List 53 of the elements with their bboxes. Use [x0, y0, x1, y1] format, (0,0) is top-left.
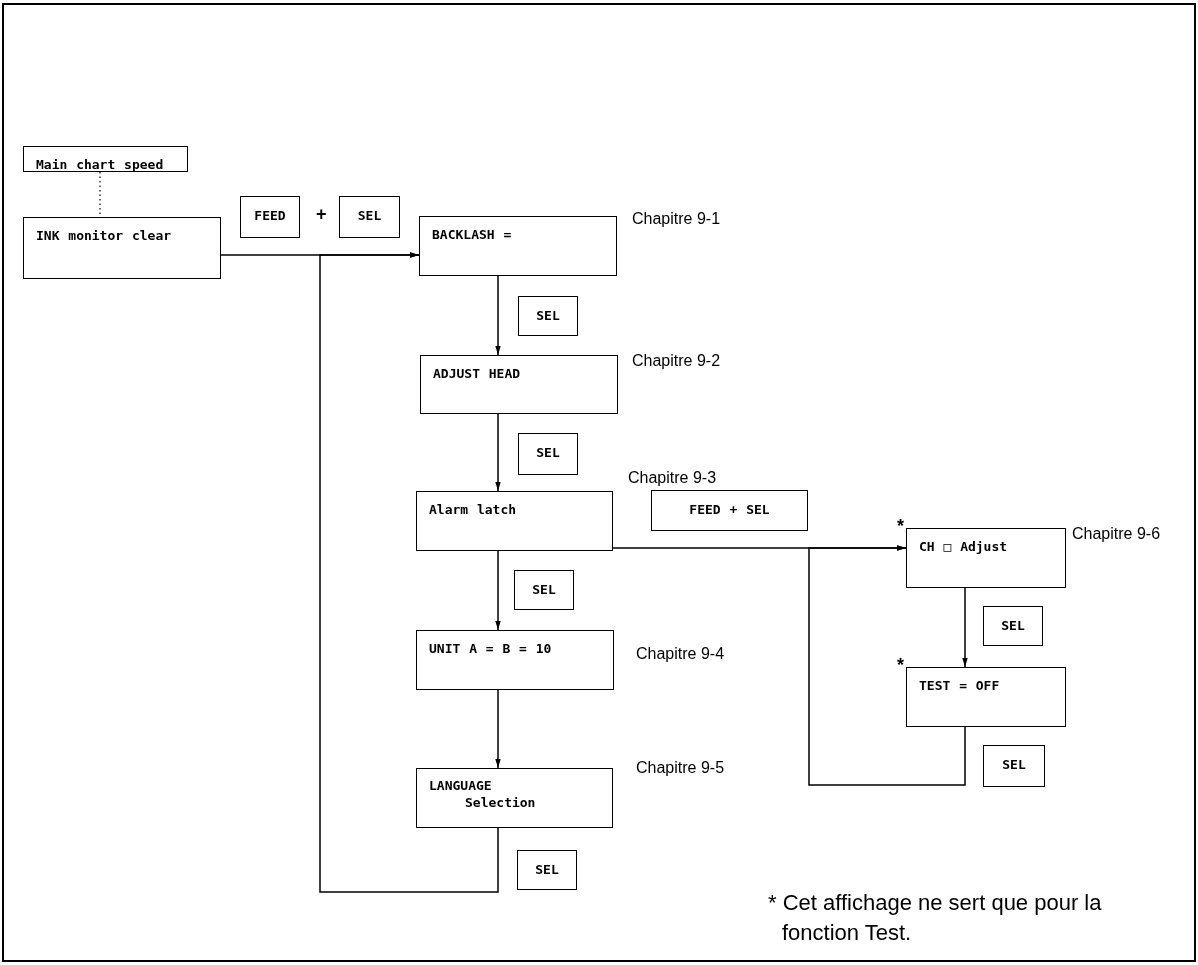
key-box: [339, 196, 400, 238]
display-text: TEST = OFF: [919, 678, 1000, 693]
key-label: FEED: [254, 207, 286, 225]
display-text: INK monitor clear: [36, 228, 172, 243]
key-box: [514, 570, 574, 610]
plus-sign: +: [316, 204, 327, 225]
arrow: [495, 550, 501, 631]
key-box: [517, 850, 577, 890]
key-label: SEL: [357, 207, 382, 225]
key-label: SEL: [1002, 756, 1026, 774]
key-box: [983, 606, 1043, 646]
key-box: [240, 196, 300, 238]
chapter-reference: Chapitre 9-2: [632, 352, 721, 370]
arrow: [495, 275, 501, 356]
display-box: [906, 528, 1066, 588]
display-text: CH □ Adjust: [919, 539, 1008, 554]
display-text: ADJUST HEAD: [433, 366, 521, 381]
key-label: SEL: [532, 581, 556, 599]
display-box: [416, 630, 614, 690]
key-box: [518, 433, 578, 475]
display-box: [416, 768, 613, 828]
arrow: [495, 413, 501, 492]
footnote-mark: *: [897, 516, 904, 537]
footnote: * Cet affichage ne sert que pour la fonction Test.: [768, 889, 1103, 947]
display-text: Main chart speed: [36, 157, 164, 172]
key-label: SEL: [535, 861, 559, 879]
key-box: [983, 745, 1045, 787]
display-box: [23, 146, 188, 172]
chapter-reference: Chapitre 9-3: [628, 469, 717, 487]
chapter-reference: Chapitre 9-1: [632, 210, 721, 228]
chapter-reference: Chapitre 9-6: [1072, 525, 1161, 543]
footnote-mark: *: [897, 655, 904, 676]
display-text: BACKLASH =: [432, 227, 512, 242]
chapter-reference: Chapitre 9-5: [636, 759, 725, 777]
chapter-reference: Chapitre 9-4: [636, 645, 725, 663]
key-label: SEL: [1001, 617, 1025, 635]
arrow: [962, 587, 968, 668]
key-box: [518, 296, 578, 336]
display-box: [419, 216, 617, 276]
arrow: [808, 545, 966, 786]
arrow: [495, 689, 501, 769]
display-text: Alarm latch: [429, 502, 517, 517]
key-label: SEL: [536, 307, 560, 325]
key-label: SEL: [536, 444, 560, 462]
display-box: [416, 491, 613, 551]
key-box: [651, 490, 808, 531]
key-label: FEED + SEL: [689, 501, 770, 519]
display-box: [906, 667, 1066, 727]
display-text: LANGUAGE Selection: [429, 777, 537, 811]
display-text: UNIT A = B = 10: [429, 641, 552, 656]
display-box: [23, 217, 221, 279]
arrow: [319, 252, 499, 893]
display-box: [420, 355, 618, 414]
